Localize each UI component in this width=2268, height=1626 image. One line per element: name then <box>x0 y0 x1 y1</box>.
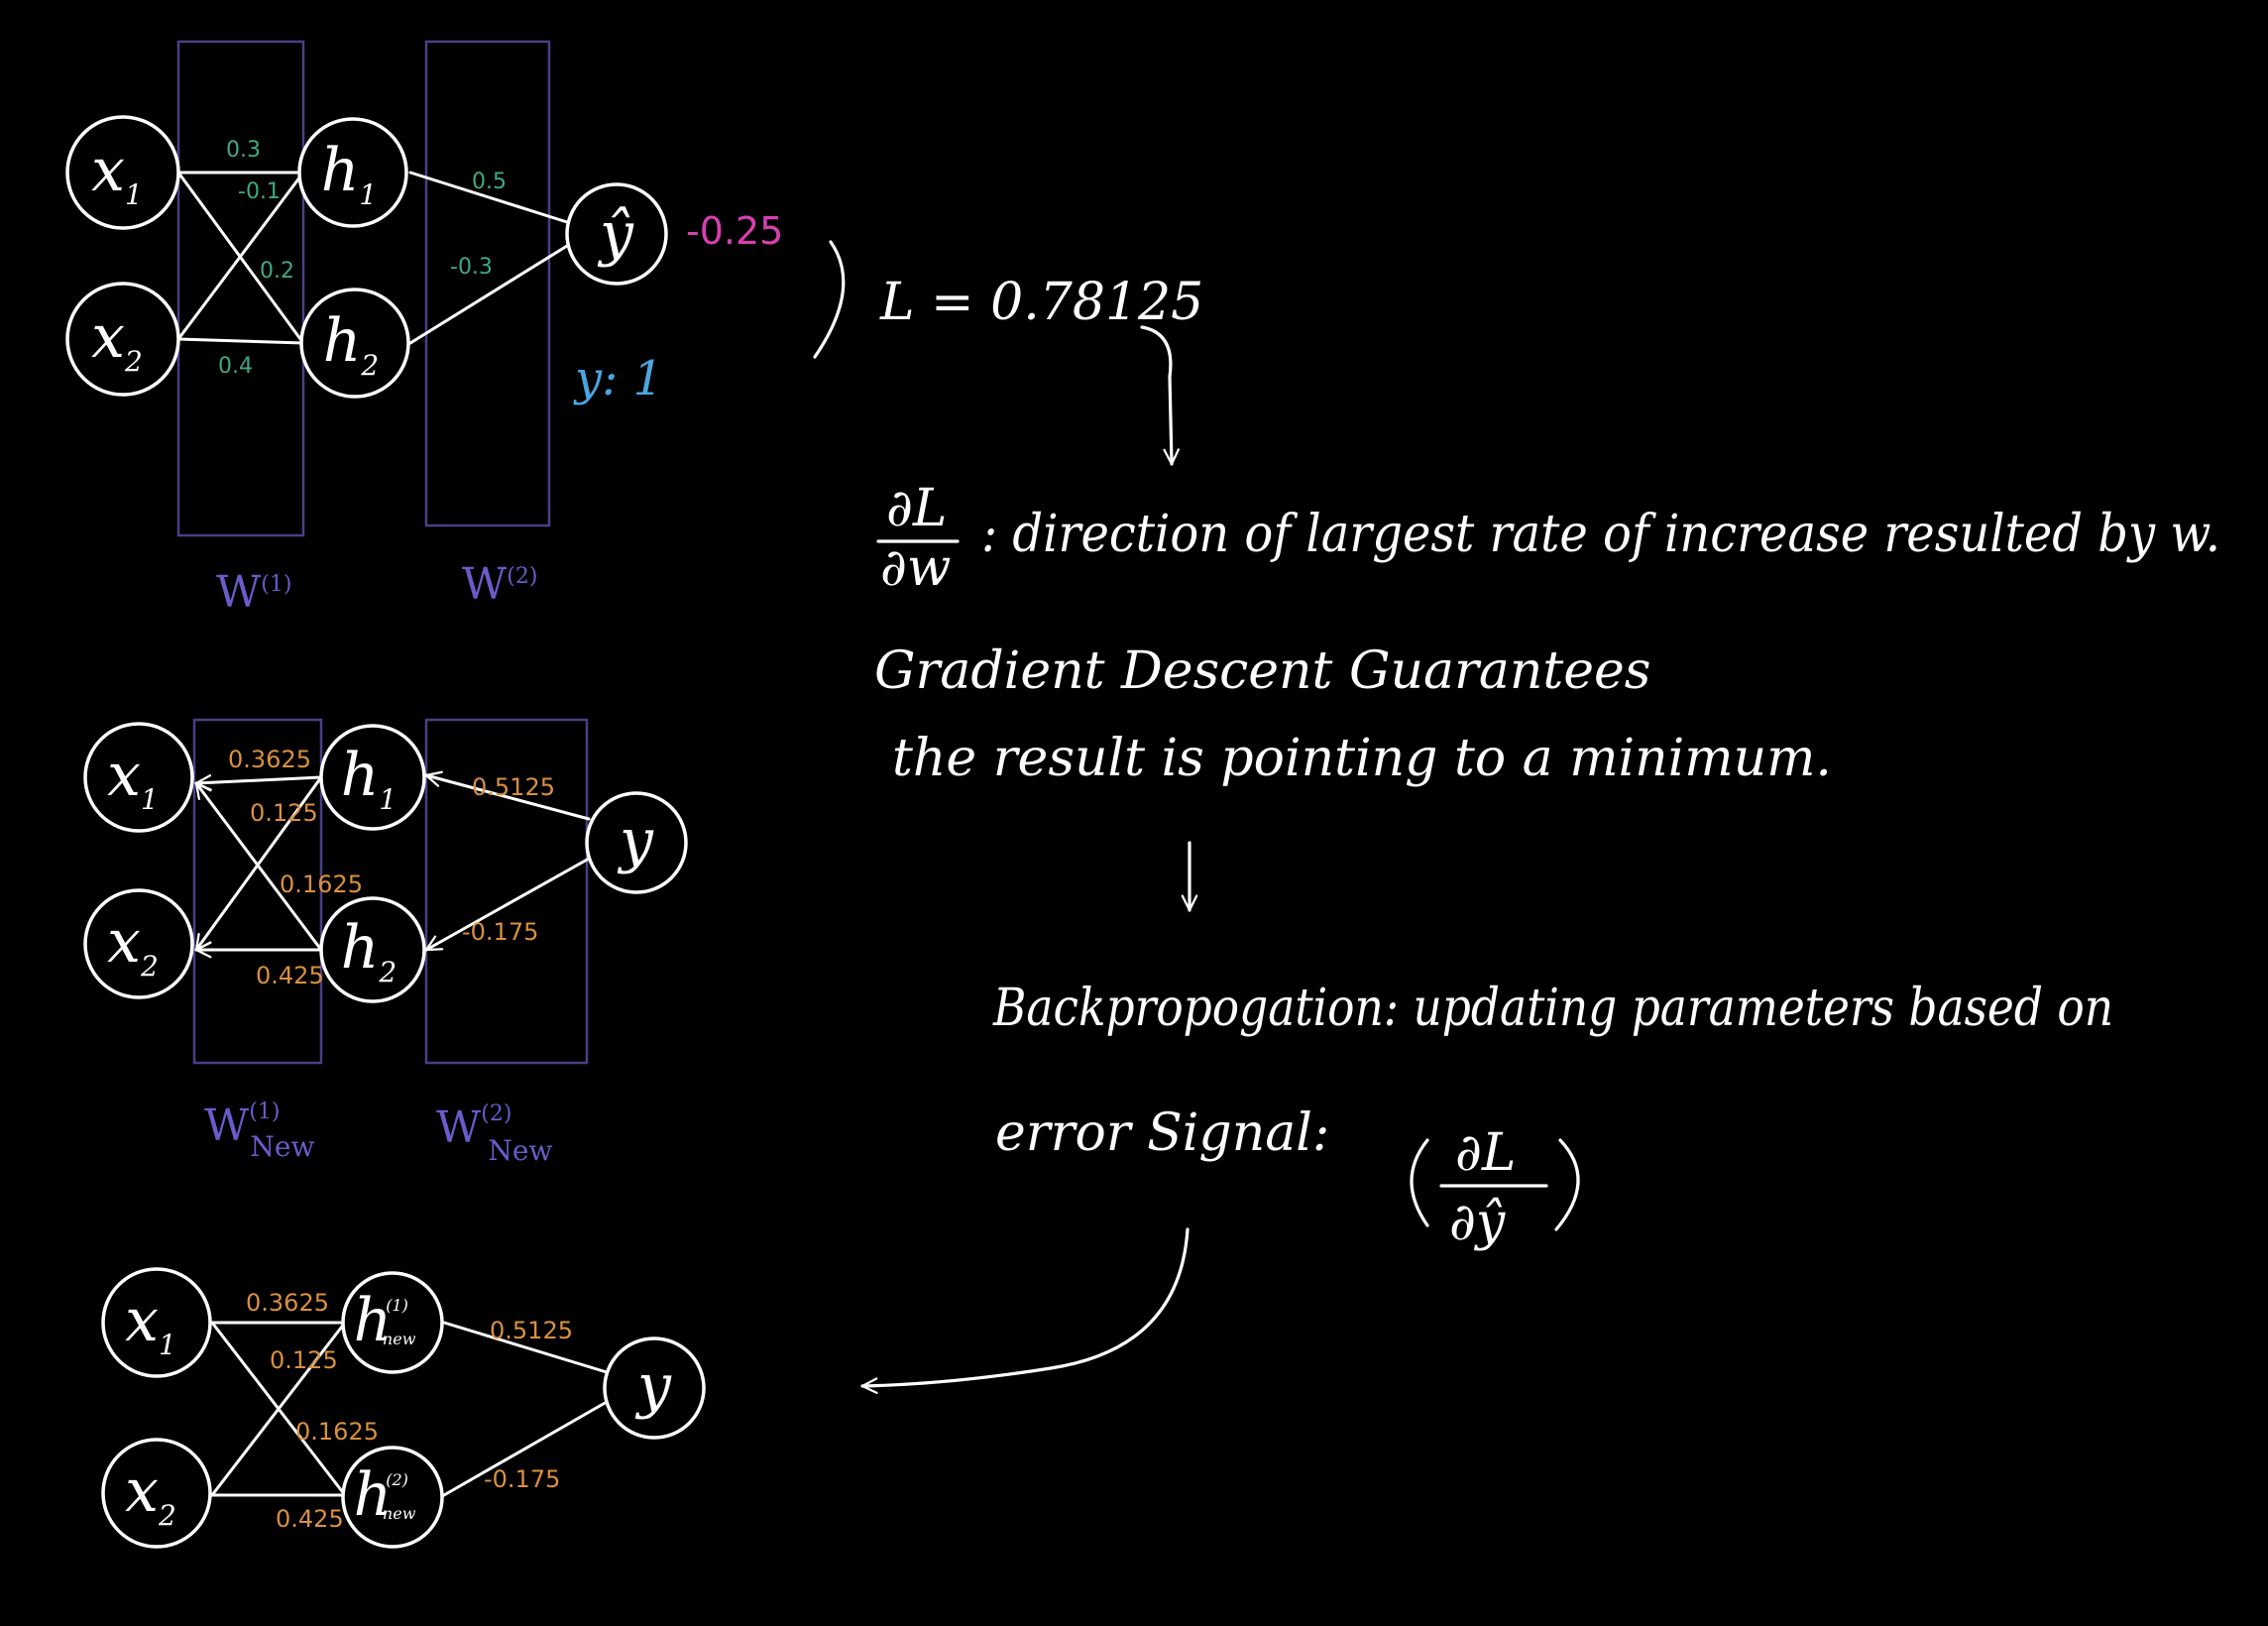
weight-matrix-box-1-new <box>192 718 323 1065</box>
svg-text:x2: x2 <box>125 1456 176 1532</box>
svg-text:h1: h1 <box>321 136 377 211</box>
edge-x2-h1-updated <box>210 1321 347 1497</box>
weight-x2-h2: 0.4 <box>218 354 253 379</box>
edge-h2-x1-back <box>194 781 323 952</box>
backprop-line-2: error Signal: <box>995 1103 1329 1163</box>
error-numerator: ∂L <box>1455 1123 1516 1183</box>
edge-h2-y-updated <box>442 1400 609 1497</box>
edge-y-h2-back <box>424 857 591 952</box>
node-h2-updated: h(2)new <box>341 1446 444 1549</box>
weight-h2-yhat: -0.3 <box>450 255 493 280</box>
svg-text:ŷ: ŷ <box>597 199 634 269</box>
weight-h2-y-updated: -0.175 <box>484 1465 560 1493</box>
weight-matrix-box-1 <box>176 40 305 537</box>
node-x2: x2 <box>65 282 180 397</box>
backprop-line-1: Backpropogation: updating parameters bas… <box>992 979 2113 1038</box>
weight-x2-h1: 0.2 <box>260 259 294 284</box>
gradient-descent-line-1: Gradient Descent Guarantees <box>874 641 1650 701</box>
loss-value: L = 0.78125 <box>879 273 1203 332</box>
node-x1-back: x1 <box>83 722 194 833</box>
edge-h1-x2-back <box>194 775 323 952</box>
edge-h2-yhat <box>408 244 569 345</box>
svg-text:x1: x1 <box>107 741 159 816</box>
svg-text:h(1)new: h(1)new <box>354 1286 416 1355</box>
arrow-error-to-network <box>860 1227 1190 1395</box>
weight-x1-h2: -0.1 <box>238 179 281 204</box>
network-diagram-updated: x1 x2 h(1)new h(2)new y 0.3625 0.125 0.1… <box>101 1267 706 1549</box>
network-diagram-backward: x1 x2 h1 h2 y 0.3625 0.125 0.1625 0.425 … <box>83 718 688 1167</box>
node-y-hat: ŷ <box>565 182 668 286</box>
node-x1-updated: x1 <box>101 1267 212 1378</box>
output-value: -0.25 <box>686 209 783 253</box>
svg-text:h1: h1 <box>341 741 397 816</box>
edge-h1-y-updated <box>442 1321 609 1374</box>
weight-x1-h2-updated: 0.125 <box>270 1346 338 1374</box>
edge-x2-h2 <box>176 337 305 345</box>
gradient-definition: ∂L ∂w : direction of largest rate of inc… <box>876 479 2220 598</box>
node-y-back: y <box>585 791 688 894</box>
svg-text:h2: h2 <box>323 306 379 382</box>
svg-text:y: y <box>617 806 654 875</box>
network-diagram-initial: x1 x2 h1 h2 ŷ 0.3 -0.1 0.2 0.4 0.5 -0.3 … <box>65 40 783 618</box>
node-x2-back: x2 <box>83 888 194 999</box>
weight-matrix-box-2 <box>424 40 551 527</box>
weight-h1-yhat: 0.5 <box>472 170 507 194</box>
node-h1: h1 <box>297 117 408 228</box>
weight-h1-y-updated: 0.5125 <box>490 1317 573 1344</box>
node-y-updated: y <box>603 1336 706 1440</box>
target-value: y: 1 <box>573 351 663 406</box>
arrow-loss-to-gradient <box>1140 325 1180 466</box>
svg-text:x1: x1 <box>91 136 143 211</box>
weight-x2-h2-new: 0.425 <box>256 962 324 989</box>
node-x1: x1 <box>65 115 180 230</box>
svg-text:x1: x1 <box>125 1286 176 1361</box>
svg-text:x2: x2 <box>91 302 143 378</box>
weight-x1-h1-new: 0.3625 <box>228 746 311 773</box>
error-signal-fraction: ∂L ∂ŷ <box>1410 1123 1580 1252</box>
weight-matrix-label-2-new: W(2)New <box>436 1102 552 1167</box>
weight-matrix-label-2: W(2) <box>462 559 537 610</box>
svg-text:y: y <box>634 1351 672 1421</box>
weight-x2-h2-updated: 0.425 <box>276 1505 344 1533</box>
node-h1-updated: h(1)new <box>341 1271 444 1374</box>
svg-text:h2: h2 <box>341 913 397 988</box>
weight-x1-h1: 0.3 <box>226 138 261 163</box>
weight-h2-y-new: -0.175 <box>462 918 538 946</box>
gradient-descent-line-2: the result is pointing to a minimum. <box>892 729 1832 788</box>
loss-brace <box>813 240 846 359</box>
svg-text:h(2)new: h(2)new <box>354 1460 416 1530</box>
weight-matrix-label-1-new: W(1)New <box>204 1100 314 1163</box>
weight-x1-h2-new: 0.125 <box>250 799 318 827</box>
weight-x2-h1-updated: 0.1625 <box>295 1418 379 1446</box>
edge-x2-h1 <box>176 171 305 341</box>
weight-x1-h1-updated: 0.3625 <box>246 1289 329 1317</box>
gradient-denominator: ∂w <box>880 538 951 598</box>
edge-y-h1-back <box>424 770 591 821</box>
error-denominator: ∂ŷ <box>1449 1193 1506 1252</box>
weight-matrix-label-1: W(1) <box>216 567 291 618</box>
node-h1-back: h1 <box>319 724 426 831</box>
edge-h1-yhat <box>408 171 569 224</box>
gradient-description: : direction of largest rate of increase … <box>981 505 2220 564</box>
weight-matrix-box-2-new <box>424 718 589 1065</box>
weight-h1-y-new: 0.5125 <box>472 773 555 801</box>
edge-x1-h1-back <box>194 773 323 791</box>
weight-x2-h1-new: 0.1625 <box>280 871 363 898</box>
node-x2-updated: x2 <box>101 1438 212 1549</box>
node-h2-back: h2 <box>319 896 426 1003</box>
gradient-numerator: ∂L <box>886 479 947 538</box>
node-h2: h2 <box>299 288 410 399</box>
svg-text:x2: x2 <box>107 907 159 983</box>
